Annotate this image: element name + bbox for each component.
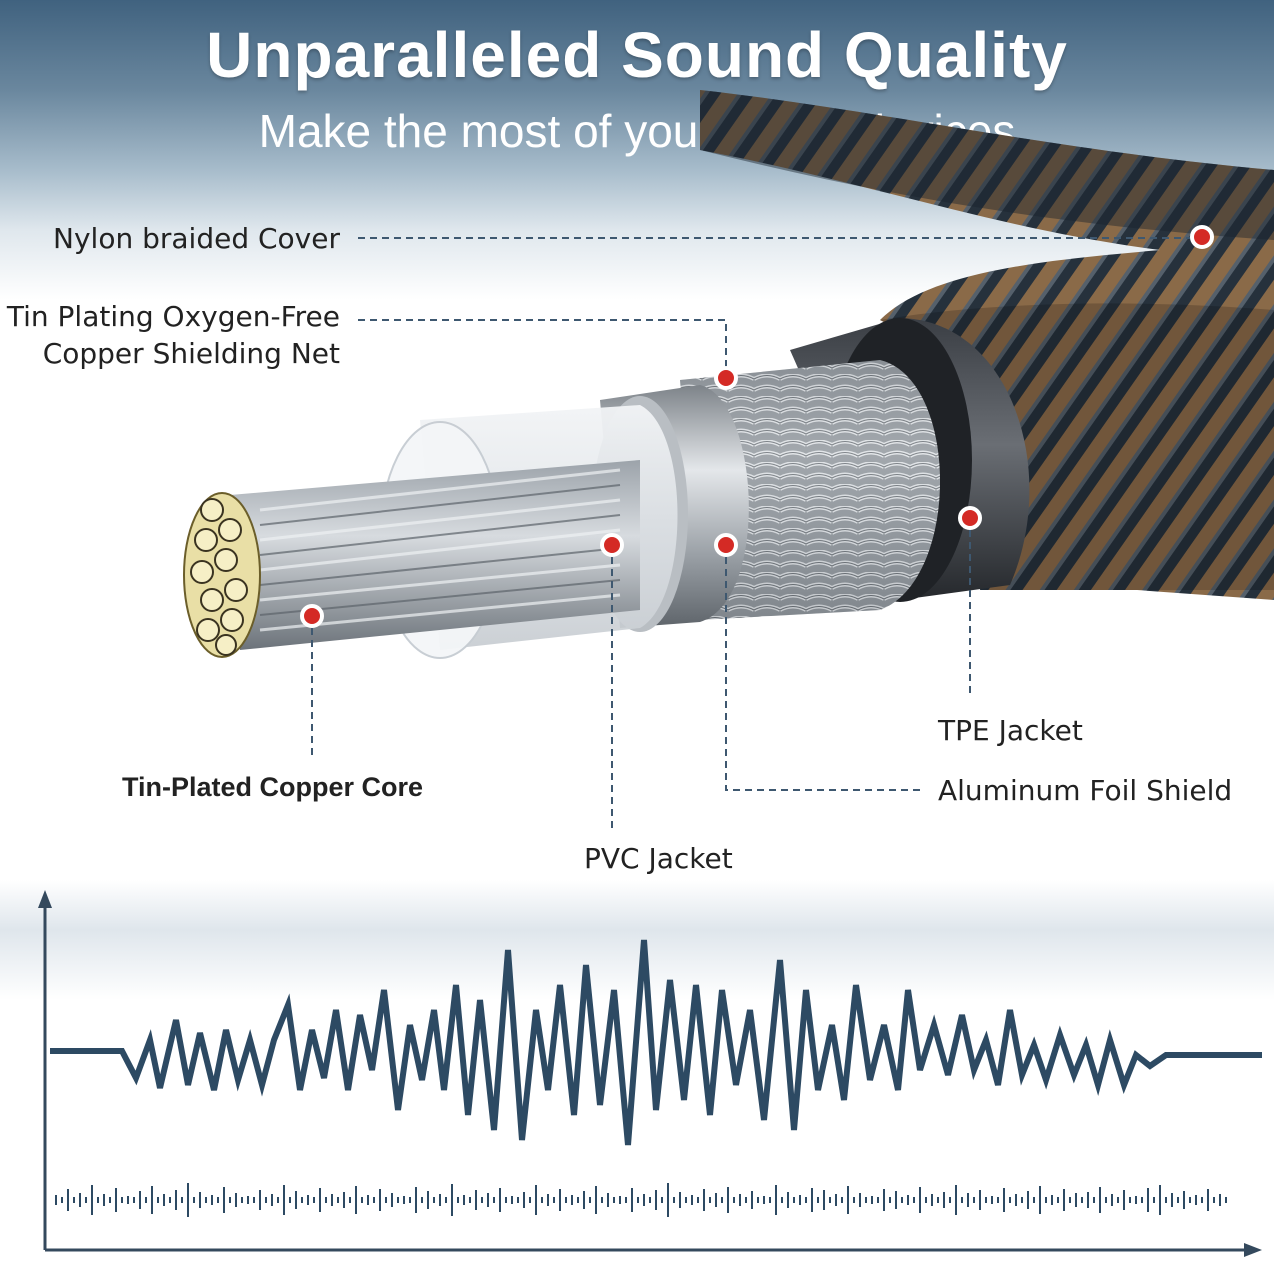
audio-waveform	[50, 939, 1262, 1146]
label-aluminum-foil: Aluminum Foil Shield	[938, 774, 1233, 807]
marker-shielding-net	[714, 366, 738, 390]
marker-nylon-cover	[1190, 225, 1214, 249]
marker-tpe-jacket	[958, 506, 982, 530]
marker-pvc-jacket	[600, 533, 624, 557]
page-title: Unparalleled Sound Quality	[206, 19, 1068, 91]
callout-lines	[311, 237, 1200, 832]
waveform-axes	[38, 890, 1262, 1257]
pulse-bars	[55, 1183, 1227, 1217]
label-shielding-net-line2: Copper Shielding Net	[42, 337, 340, 370]
label-nylon-cover: Nylon braided Cover	[53, 222, 340, 255]
marker-aluminum-foil	[714, 533, 738, 557]
label-tpe-jacket: TPE Jacket	[938, 714, 1083, 747]
marker-copper-core	[300, 604, 324, 628]
callout-markers	[300, 225, 1214, 628]
label-copper-core: Tin-Plated Copper Core	[122, 772, 424, 802]
label-pvc-jacket: PVC Jacket	[584, 842, 733, 875]
label-shielding-net-line1: Tin Plating Oxygen-Free	[6, 300, 340, 333]
